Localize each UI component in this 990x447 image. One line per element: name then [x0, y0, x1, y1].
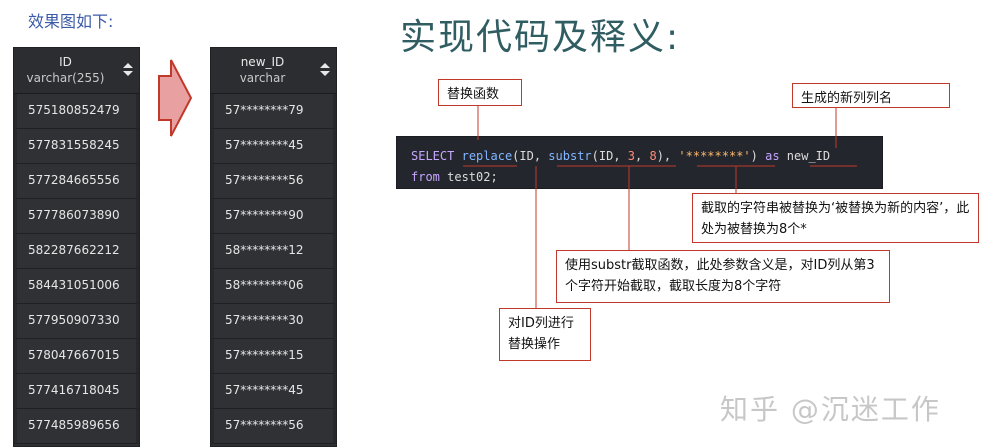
- table-row[interactable]: 578047667015: [14, 339, 139, 374]
- column-type: varchar(255): [26, 71, 105, 85]
- caption: 效果图如下:: [28, 12, 114, 31]
- table-row[interactable]: 575180852479: [14, 94, 139, 129]
- column-name: new_ID: [240, 55, 285, 69]
- code-token: ): [750, 149, 766, 163]
- table-row[interactable]: 57********56: [211, 164, 336, 199]
- code-token: ,: [635, 149, 650, 163]
- code-replace-fn: replace: [461, 149, 513, 163]
- table-row[interactable]: 577416718045: [14, 374, 139, 409]
- table-row[interactable]: 57********30: [211, 304, 336, 339]
- column-type: varchar: [239, 71, 286, 85]
- code-number: 3: [627, 149, 636, 163]
- table-row[interactable]: 57********15: [211, 339, 336, 374]
- table-row[interactable]: 57********90: [211, 199, 336, 234]
- code-table: test02;: [439, 170, 498, 184]
- watermark: 知乎 @沉迷工作: [720, 393, 941, 426]
- table-row[interactable]: 58********06: [211, 269, 336, 304]
- table-row[interactable]: 57********45: [211, 374, 336, 409]
- table-row[interactable]: 57********45: [211, 129, 336, 164]
- table-row[interactable]: 577831558245: [14, 129, 139, 164]
- table-row[interactable]: 584431051006: [14, 269, 139, 304]
- sort-icon[interactable]: [123, 63, 133, 77]
- id-column-header[interactable]: ID varchar(255): [14, 48, 139, 94]
- code-mask-string: '********': [678, 149, 751, 163]
- code-number: 8: [649, 149, 657, 163]
- code-token: (ID,: [512, 149, 549, 163]
- sort-icon[interactable]: [320, 63, 330, 77]
- table-row[interactable]: 577485989656: [14, 409, 139, 444]
- column-name: ID: [59, 55, 72, 69]
- code-token: (ID,: [591, 149, 628, 163]
- page-title: 实现代码及释义:: [400, 17, 681, 58]
- table-row[interactable]: 57********79: [211, 94, 336, 129]
- code-token: ),: [656, 149, 679, 163]
- table-row[interactable]: 582287662212: [14, 234, 139, 269]
- table-row[interactable]: 577786073890: [14, 199, 139, 234]
- code-from: from: [411, 170, 440, 184]
- code-as: as: [765, 149, 780, 163]
- code-select: SELECT: [411, 149, 455, 163]
- table-row[interactable]: 58********12: [211, 234, 336, 269]
- id-annotation: 对ID列进行替换操作: [499, 308, 591, 361]
- code-alias: new_ID: [779, 149, 831, 163]
- alias-annotation: 生成的新列列名: [792, 83, 950, 108]
- table-row[interactable]: 57********56: [211, 409, 336, 444]
- mask-annotation: 截取的字符串被替换为‘被替换为新的内容’，此处为被替换为8个*: [692, 193, 979, 243]
- right-arrow-icon: [158, 59, 193, 137]
- table-row[interactable]: 577950907330: [14, 304, 139, 339]
- sql-code-block: SELECT replace(ID, substr(ID, 3, 8), '**…: [396, 136, 883, 189]
- new-id-column-header[interactable]: new_ID varchar: [211, 48, 336, 94]
- substr-annotation: 使用substr截取函数，此处参数含义是，对ID列从第3个字符开始截取，截取长度…: [556, 250, 890, 303]
- table-row[interactable]: 577284665556: [14, 164, 139, 199]
- replace-annotation: 替换函数: [438, 79, 522, 106]
- code-substr-fn: substr: [548, 149, 592, 163]
